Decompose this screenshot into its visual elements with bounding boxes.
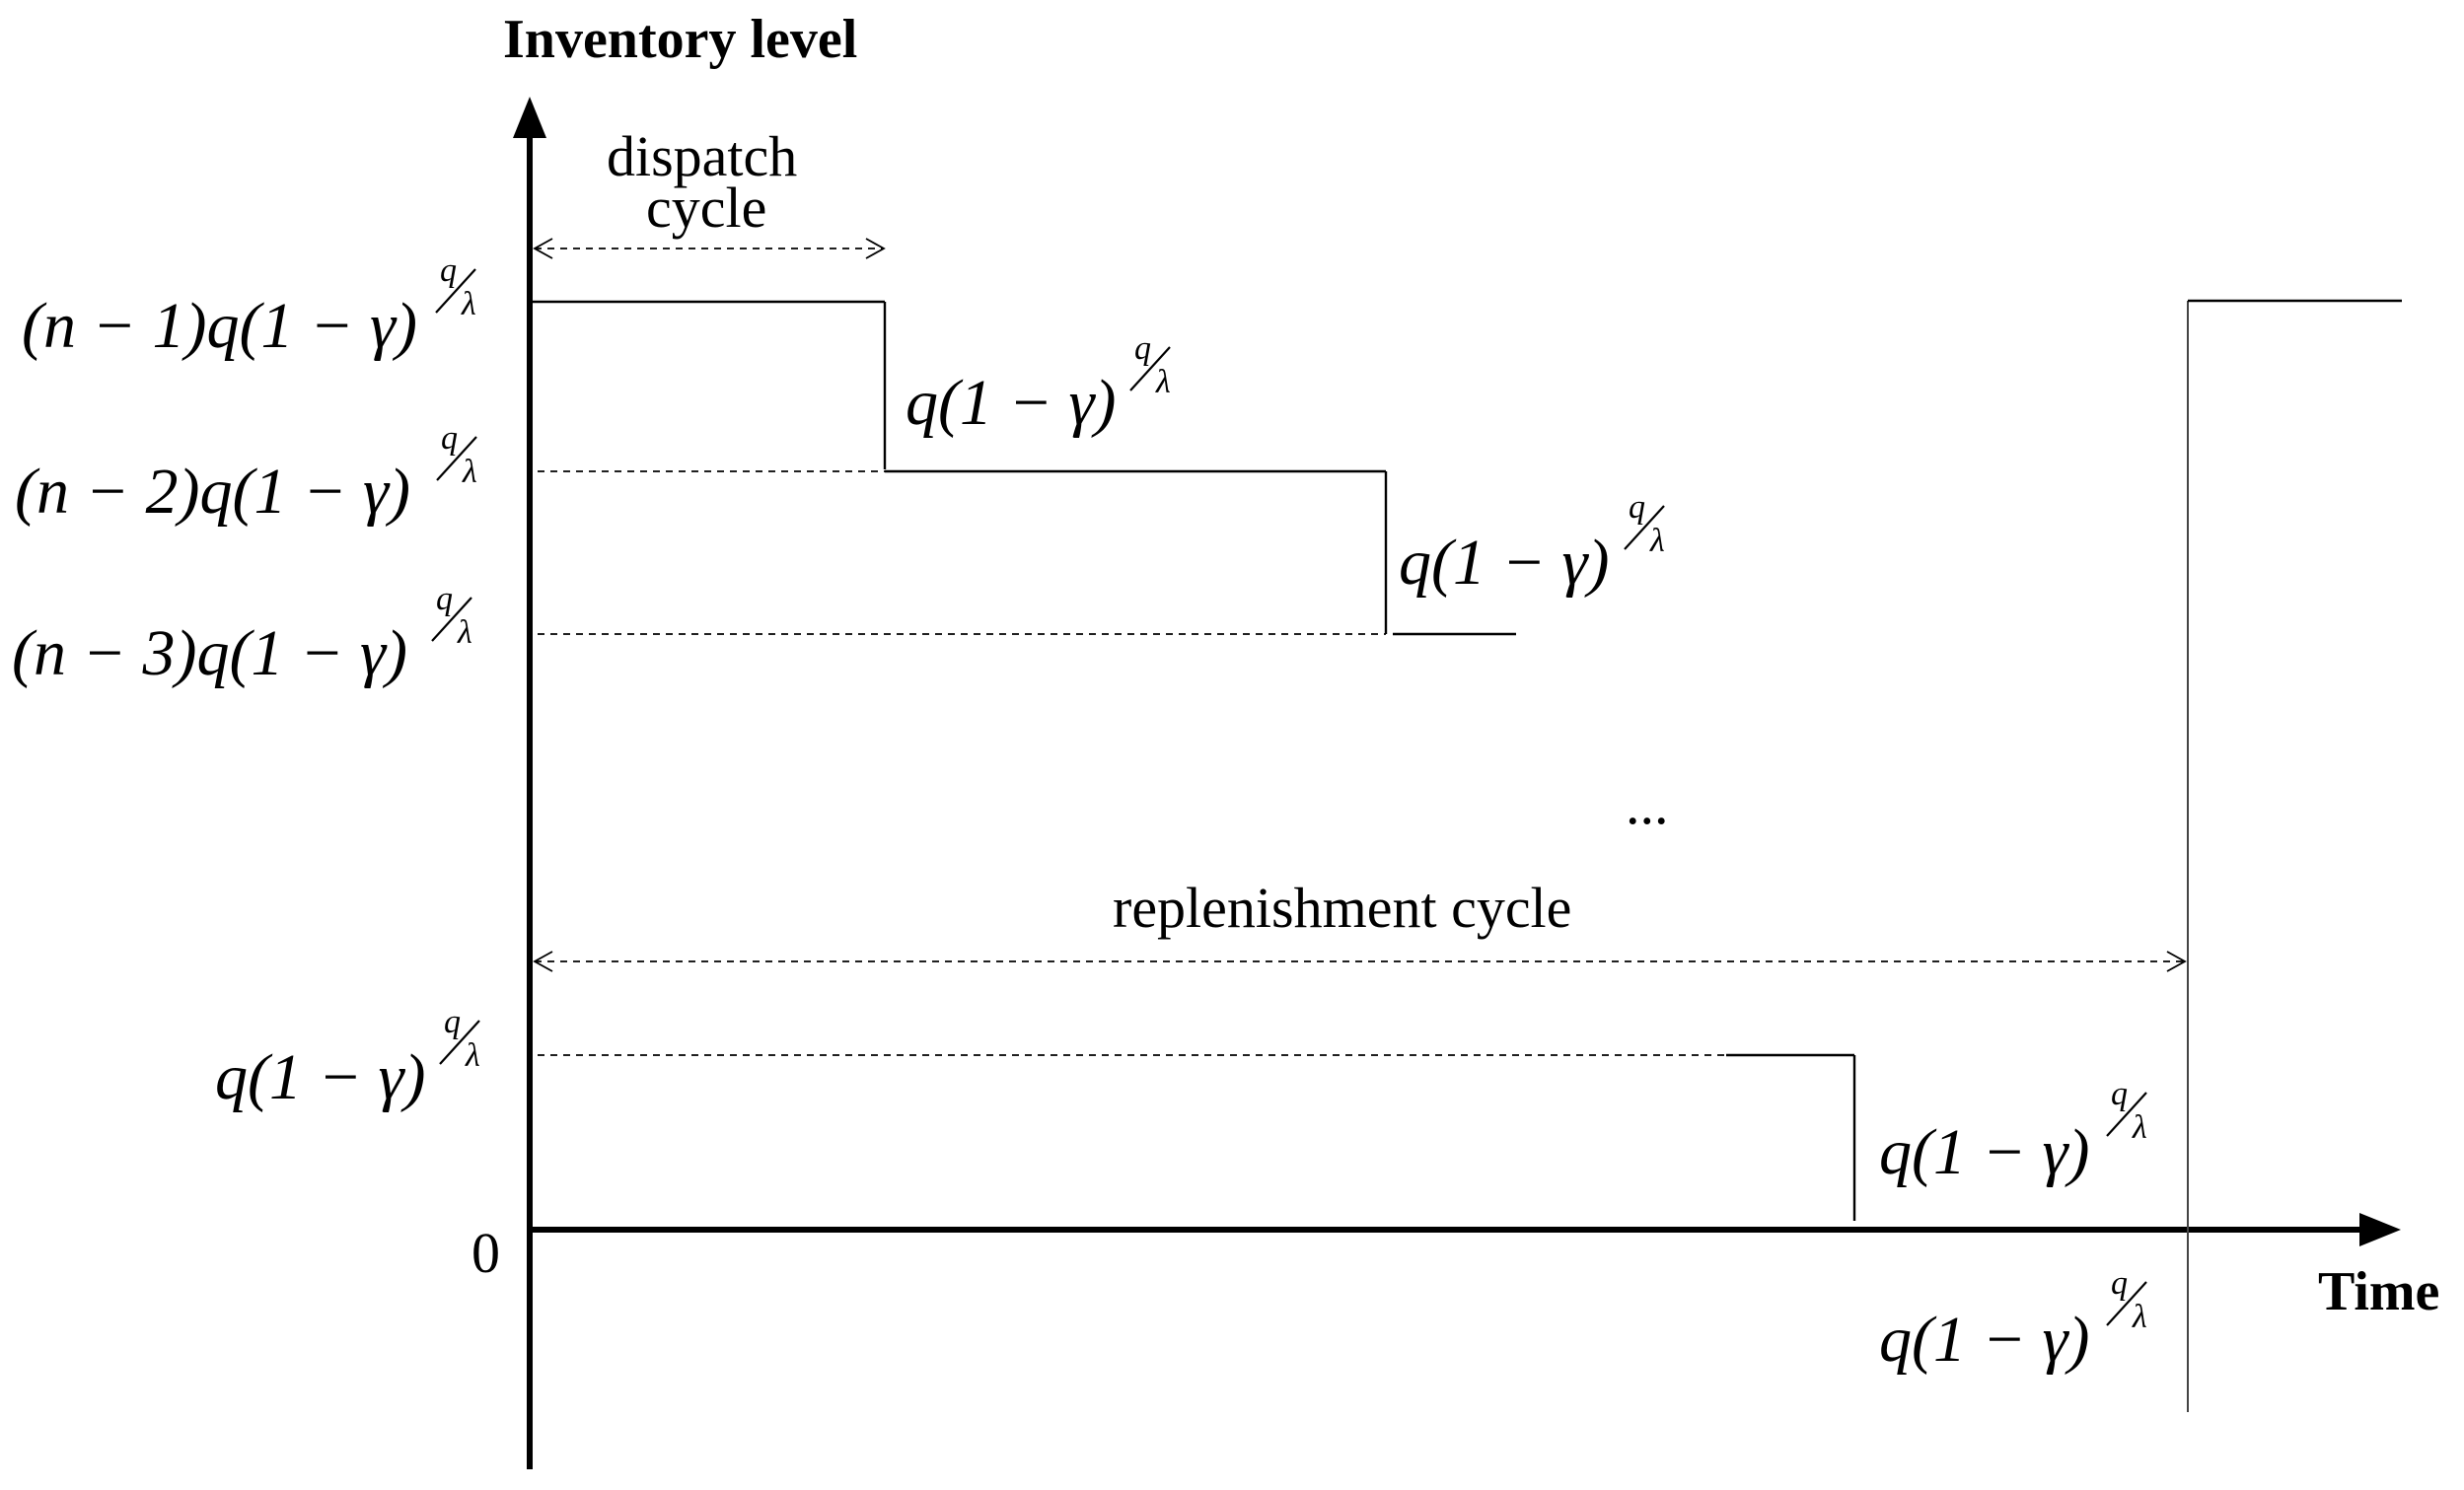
svg-text:q(1 − γ): q(1 − γ): [215, 1041, 426, 1113]
svg-text:(n − 1)q(1 − γ): (n − 1)q(1 − γ): [22, 290, 417, 362]
svg-text:q(1 − γ): q(1 − γ): [1399, 527, 1610, 599]
drop-label-3: q(1 − γ): [1879, 1074, 2148, 1188]
svg-text:(n − 2)q(1 − γ): (n − 2)q(1 − γ): [15, 456, 410, 528]
dispatch-cycle-arrow: [533, 238, 886, 259]
reference-levels: [538, 470, 1726, 1056]
y-axis-title: Inventory level: [503, 9, 857, 70]
svg-text:(n − 3)q(1 − γ): (n − 3)q(1 − γ): [12, 617, 407, 689]
x-axis: [530, 1213, 2401, 1246]
x-axis-arrowhead: [2359, 1213, 2401, 1246]
x-axis-title: Time: [2318, 1261, 2439, 1322]
svg-text:q(1 − γ): q(1 − γ): [906, 367, 1117, 439]
label-level-n1: (n − 1)q(1 − γ): [22, 250, 477, 362]
replenishment-label: replenishment cycle: [1113, 876, 1571, 940]
dispatch-label-line1: dispatch: [607, 124, 797, 188]
dispatch-label-line2: cycle: [646, 176, 766, 240]
label-level-n2: (n − 2)q(1 − γ): [15, 418, 478, 528]
label-level-n3: (n − 3)q(1 − γ): [12, 579, 473, 689]
drop-label-2: q(1 − γ): [1399, 487, 1666, 599]
svg-text:q(1 − γ): q(1 − γ): [1879, 1116, 2090, 1188]
origin-label: 0: [471, 1221, 500, 1285]
drop-label-1: q(1 − γ): [906, 328, 1172, 439]
y-axis: [513, 97, 546, 1469]
svg-text:q(1 − γ): q(1 − γ): [1879, 1304, 2090, 1376]
y-axis-arrowhead: [513, 97, 546, 138]
inventory-step-line: [533, 299, 2402, 1412]
ellipsis: ...: [1626, 772, 1669, 836]
label-level-1: q(1 − γ): [215, 1002, 481, 1113]
drop-label-4: q(1 − γ): [1879, 1263, 2148, 1376]
replenishment-cycle-arrow: [533, 951, 2187, 972]
